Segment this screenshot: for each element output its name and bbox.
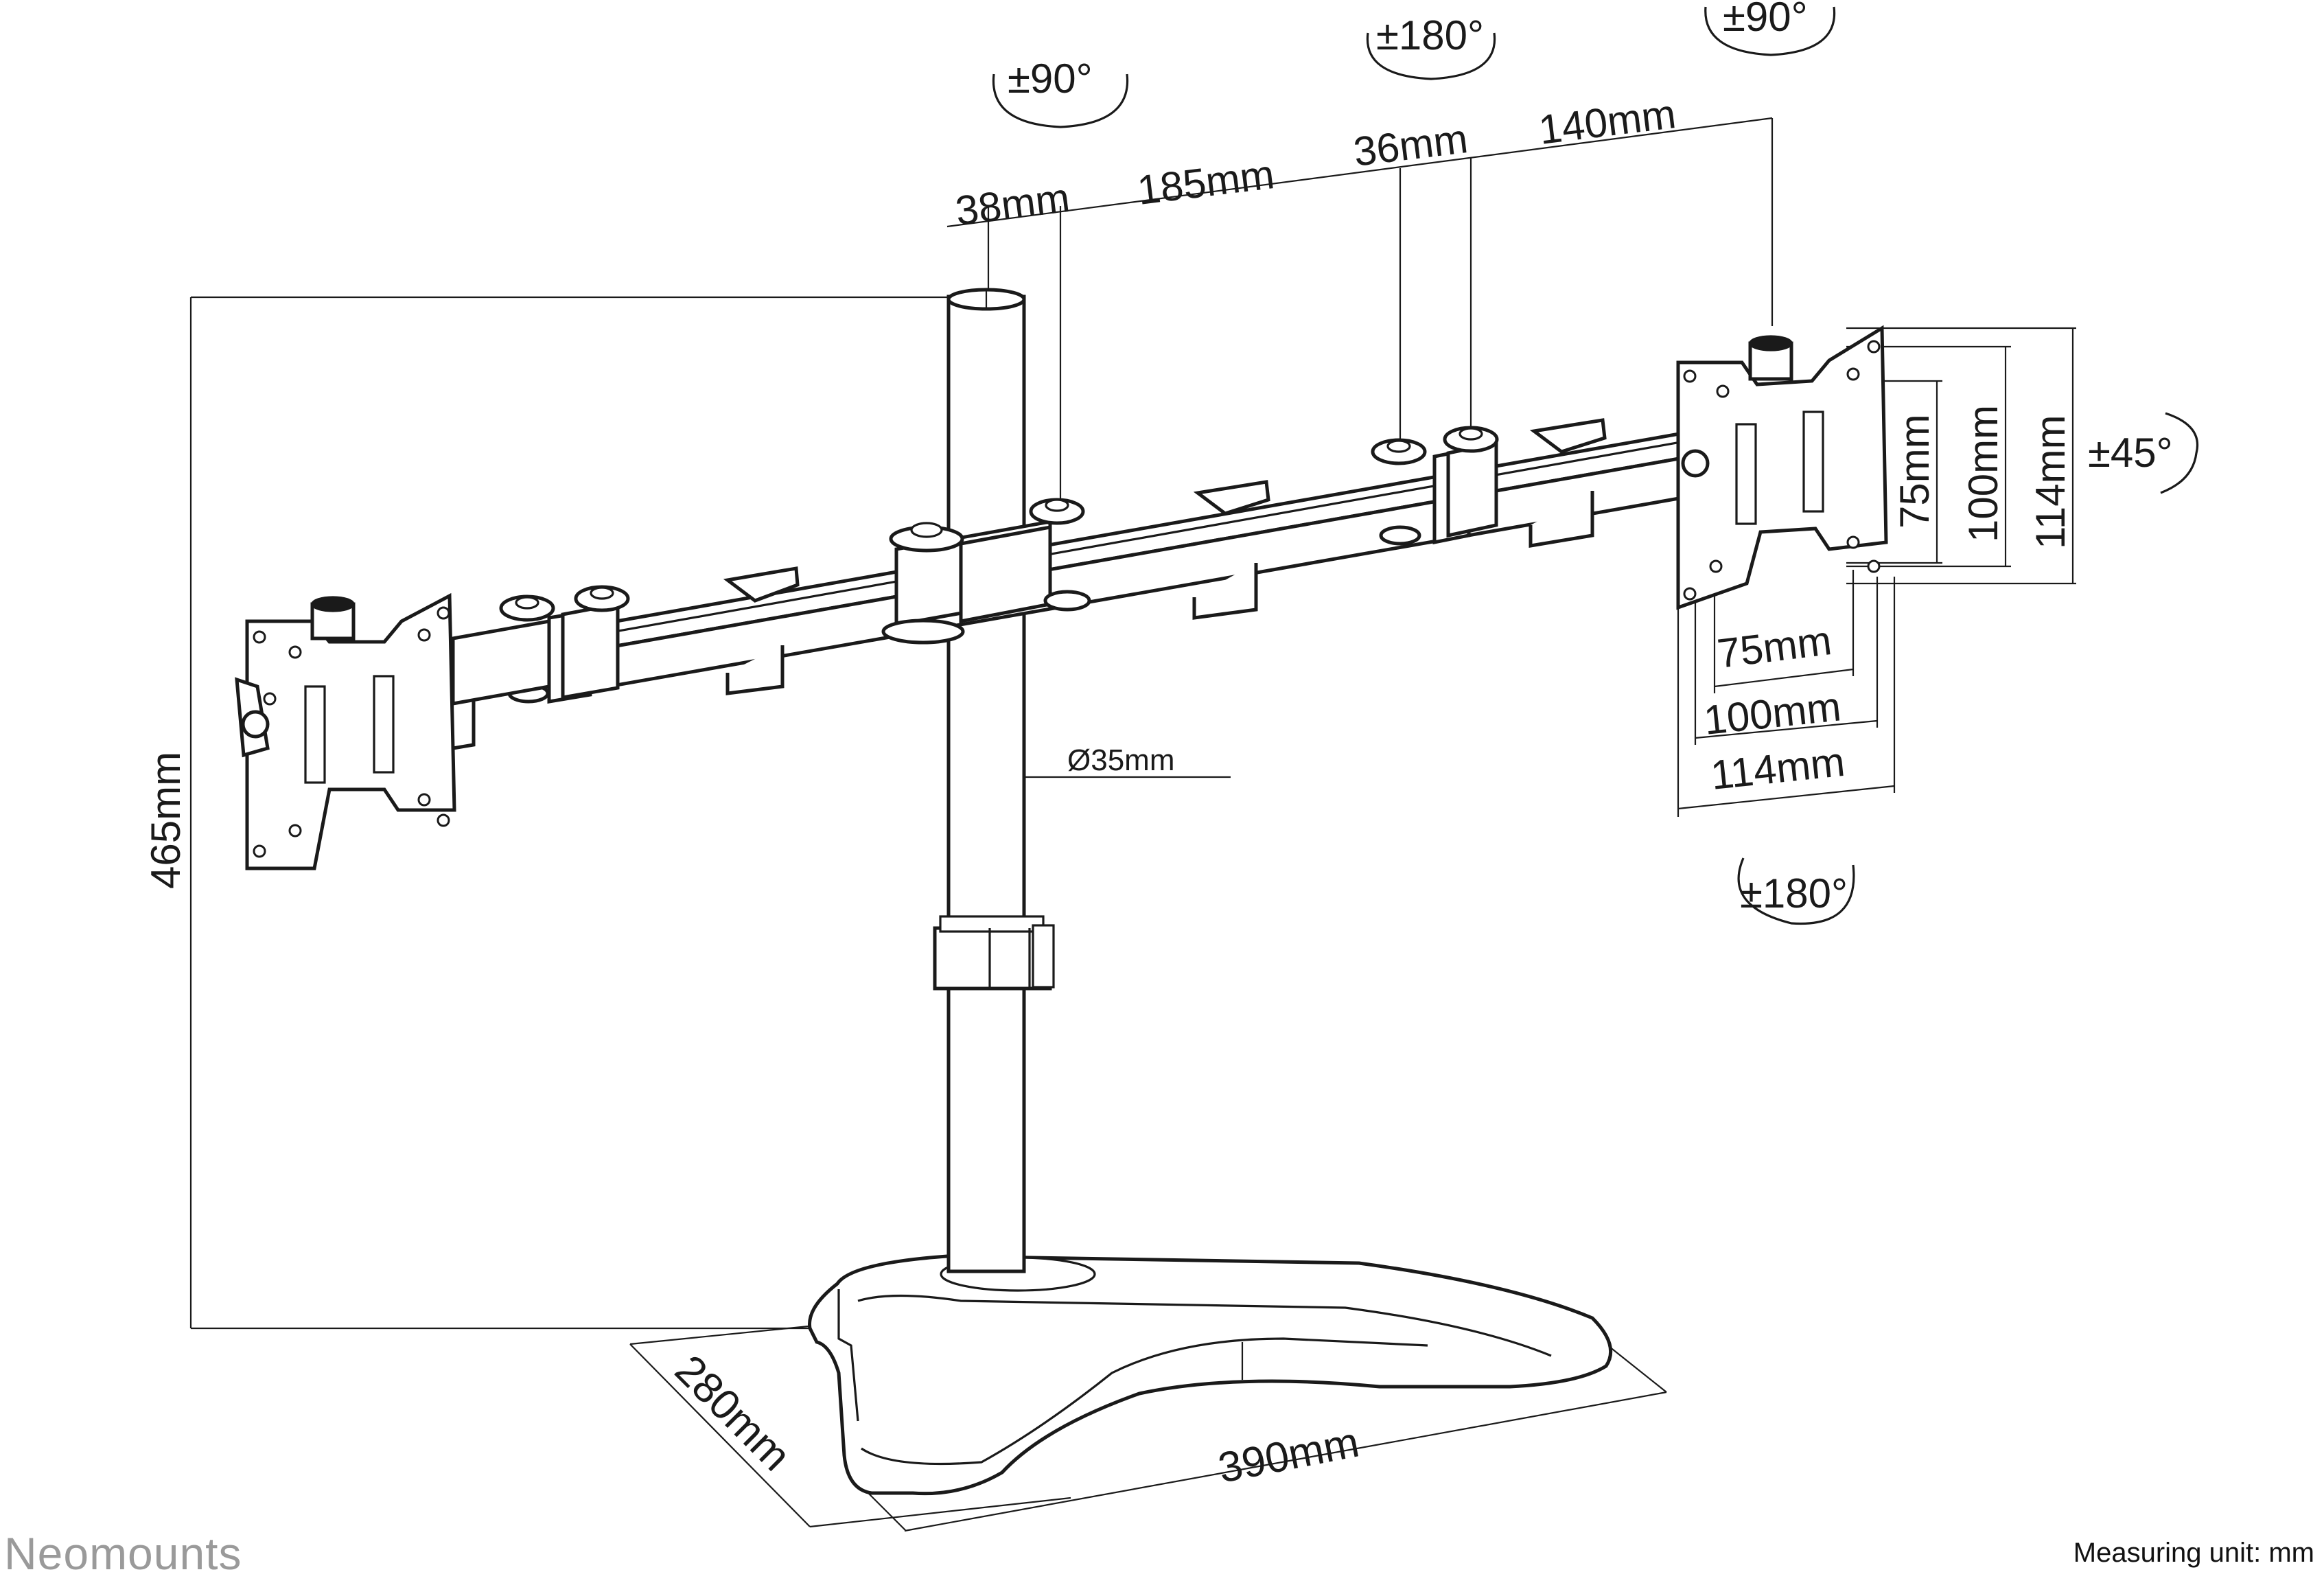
label-pole-swivel: ±90° [1008,56,1093,102]
rotate-arrow-head-icon [1704,6,1836,56]
arm [410,418,1759,757]
dim-vesa-v100: 100mm [1960,405,2006,542]
label-rotate: ±180° [1740,870,1848,916]
rotate-arrow-plate-icon [1737,857,1855,925]
vesa-plate-right [1676,325,1888,610]
dim-base-width: 390mm [1215,1419,1363,1492]
vesa-plate-left [235,592,456,870]
dim-pole-top: 38mm [953,174,1072,234]
tilt-arrow-icon [2160,412,2198,494]
dim-vesa-v114: 114mm [2027,415,2073,549]
label-tilt: ±45° [2088,430,2173,476]
dim-vesa-h100: 100mm [1701,683,1843,743]
measuring-unit: Measuring unit: mm [2073,1538,2314,1568]
rotate-arrow-pole-icon [992,73,1129,128]
rotation-arrows [992,6,2198,925]
dimension-labels: 465mm 38mm 185mm 36mm 140mm Ø35mm 280mm … [143,0,2173,1492]
dimension-lines [189,117,2076,1532]
brand-logo: Neomounts [4,1528,242,1579]
pole [933,288,1055,1273]
dim-total-height: 465mm [143,752,189,889]
dim-vesa-h114: 114mm [1708,739,1847,798]
desk-base [808,1254,1613,1496]
dim-pole-diameter: Ø35mm [1067,743,1174,777]
rotate-arrow-joint-icon [1366,32,1496,80]
cable-clip [933,915,1055,991]
dim-vesa-h75: 75mm [1715,617,1834,677]
label-head-swivel: ±90° [1723,0,1808,40]
label-arm-joint: ±180° [1376,12,1484,58]
dim-joint: 36mm [1351,115,1470,175]
dim-arm-outer: 140mm [1536,91,1678,153]
dim-arm-segment: 185mm [1135,151,1277,213]
dim-vesa-v75: 75mm [1892,414,1938,529]
dim-base-depth: 280mm [666,1346,800,1480]
